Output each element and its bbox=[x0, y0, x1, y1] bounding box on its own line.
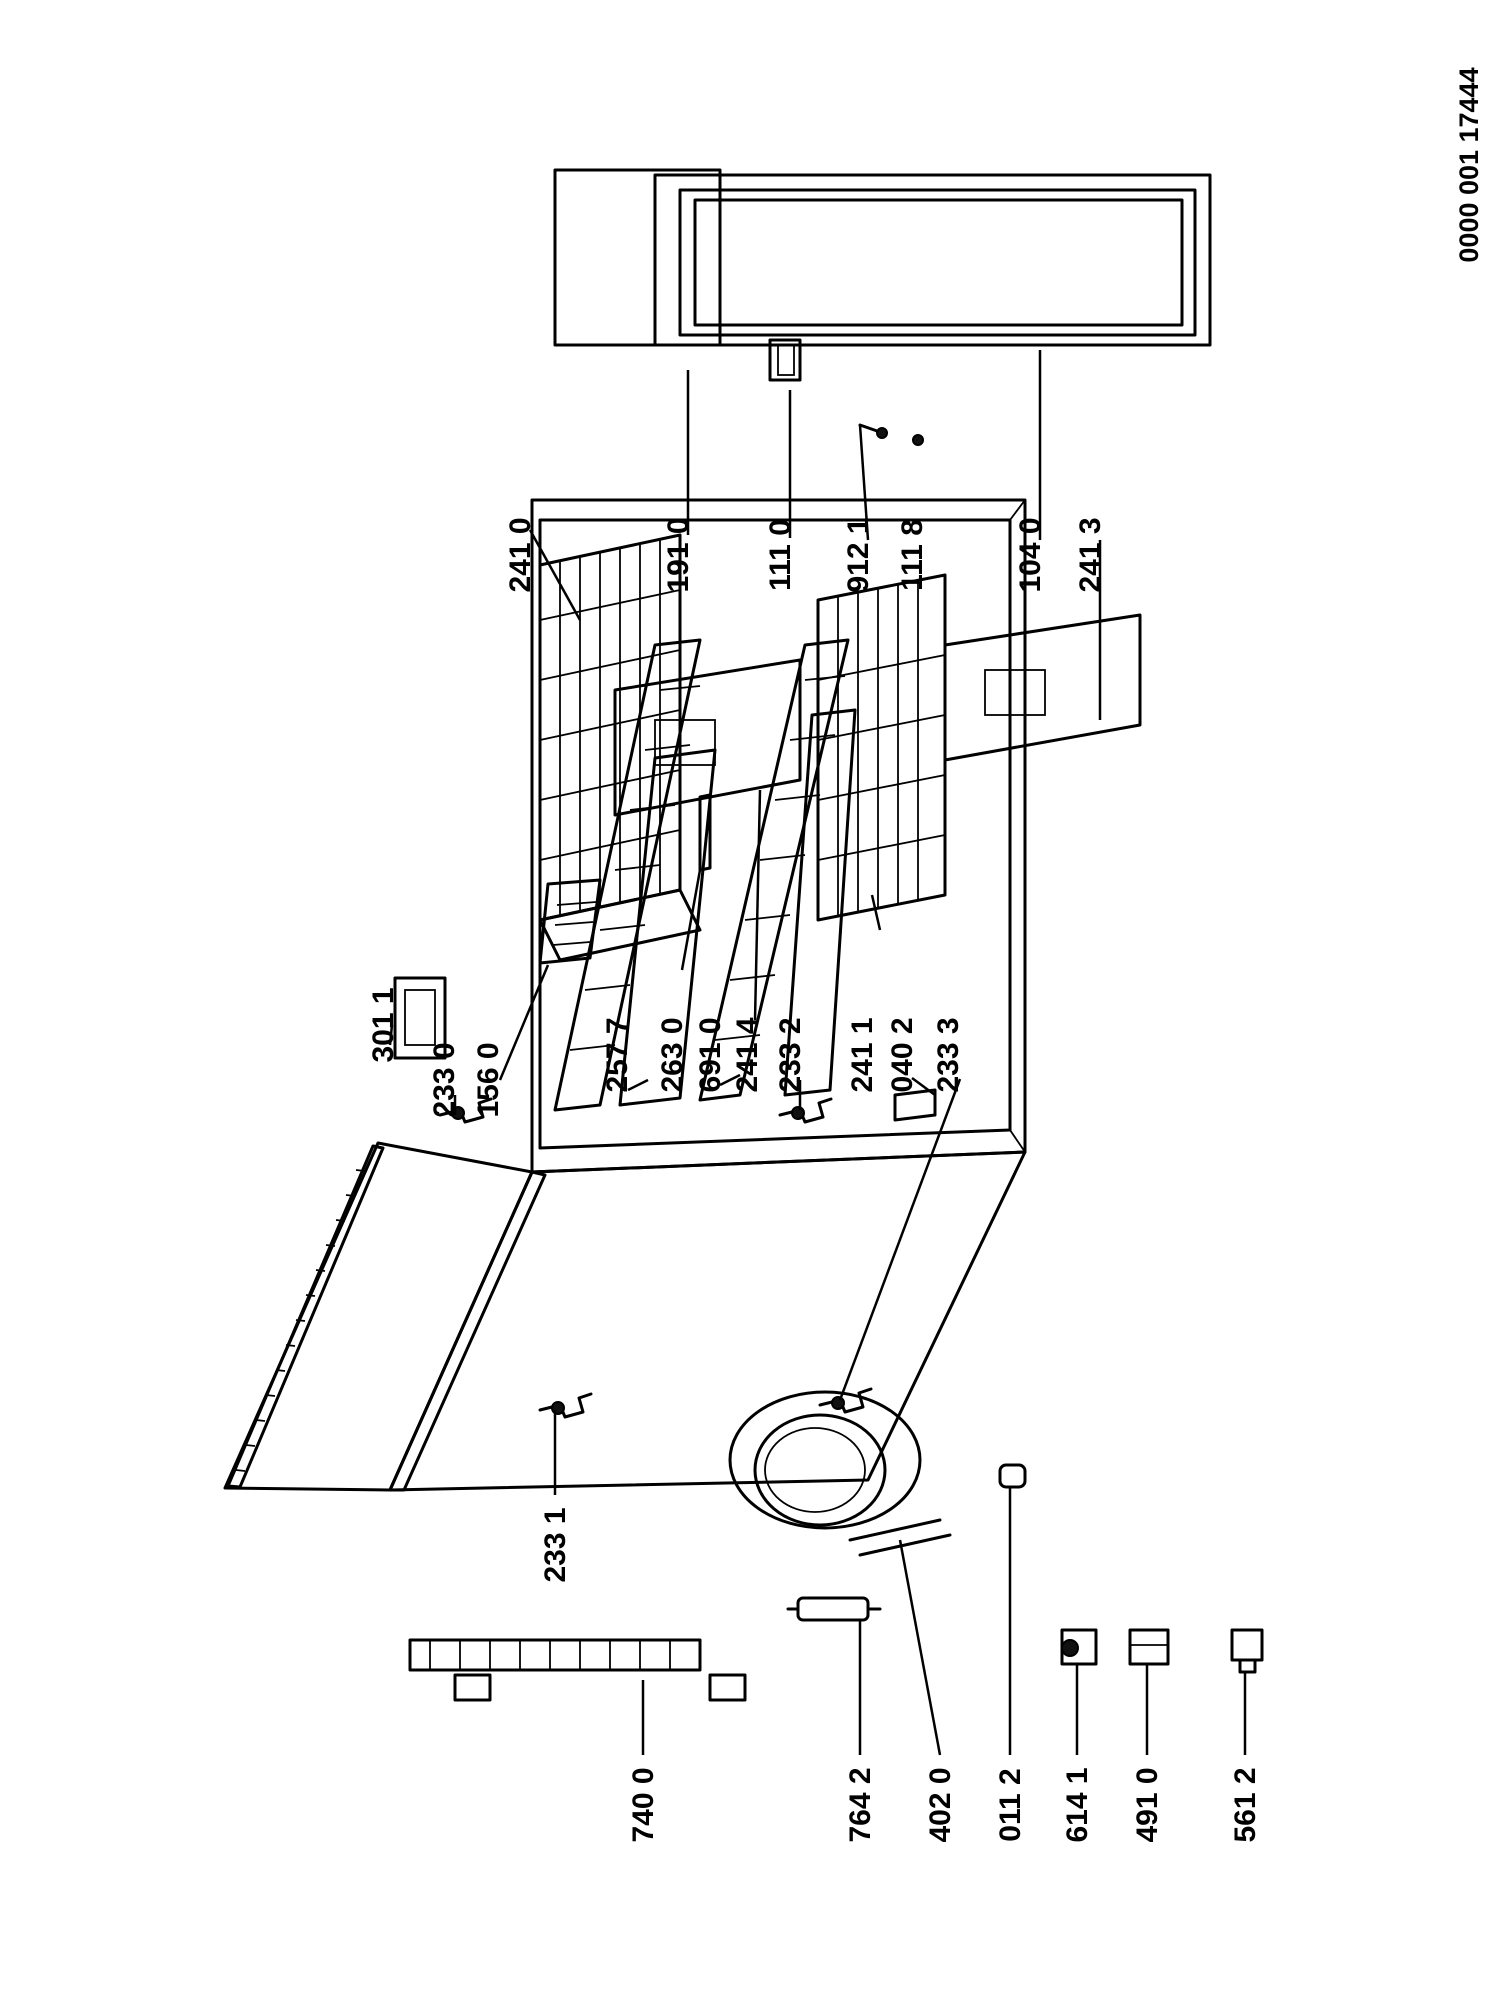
callout-257: 257 7 bbox=[601, 1017, 634, 1092]
callout-241-1: 241 1 bbox=[846, 1017, 879, 1092]
callout-011: 011 2 bbox=[994, 1768, 1027, 1841]
callout-233-2: 233 2 bbox=[774, 1017, 807, 1092]
connector-part bbox=[1230, 1628, 1264, 1674]
callout-402: 402 0 bbox=[924, 1767, 957, 1842]
screw-912 bbox=[858, 423, 888, 439]
callout-233-1: 233 1 bbox=[539, 1507, 572, 1582]
cabinet bbox=[223, 498, 1027, 1492]
flap-upper bbox=[613, 658, 802, 817]
hinge-233-1 bbox=[538, 1392, 593, 1419]
dryer-filter bbox=[786, 1596, 882, 1622]
callout-104: 104 0 bbox=[1014, 517, 1047, 592]
callout-301: 301 1 bbox=[367, 987, 400, 1062]
callout-241-3: 241 3 bbox=[1074, 517, 1107, 592]
relay-part bbox=[1060, 1628, 1098, 1666]
condenser bbox=[408, 1638, 747, 1702]
basket-upper bbox=[538, 533, 702, 962]
thermostat-housing bbox=[393, 976, 447, 1060]
callout-040: 040 2 bbox=[886, 1017, 919, 1092]
callout-233-3: 233 3 bbox=[932, 1017, 965, 1092]
callout-191: 191 0 bbox=[662, 517, 695, 592]
hinge-233-2 bbox=[778, 1097, 833, 1124]
callout-740: 740 0 bbox=[627, 1767, 660, 1842]
callout-764: 764 2 bbox=[844, 1767, 877, 1842]
foot bbox=[998, 1463, 1027, 1489]
basket-lower bbox=[816, 573, 947, 922]
callout-691: 691 0 bbox=[694, 1017, 727, 1092]
callout-111-0: 111 0 bbox=[764, 519, 797, 591]
ice-tray bbox=[538, 878, 602, 965]
callout-561: 561 2 bbox=[1229, 1767, 1262, 1842]
callout-156: 156 0 bbox=[472, 1042, 505, 1117]
drawing-code: 0000 001 17444 bbox=[1454, 67, 1484, 262]
strip-263 bbox=[698, 793, 712, 872]
callout-labels: 301 1 233 0 156 0 257 7 263 0 691 0 241 … bbox=[367, 517, 1262, 1842]
callout-263: 263 0 bbox=[656, 1017, 689, 1092]
flap-lower bbox=[943, 613, 1142, 762]
callout-614: 614 1 bbox=[1061, 1767, 1094, 1842]
callout-912: 912 1 bbox=[842, 517, 875, 592]
door bbox=[553, 168, 1212, 347]
hinge-bracket bbox=[893, 1088, 937, 1122]
callout-241-0: 241 0 bbox=[504, 517, 537, 592]
cover-part bbox=[1128, 1628, 1170, 1666]
screw-1118 bbox=[912, 434, 924, 446]
callout-241-4: 241 4 bbox=[731, 1017, 764, 1092]
door-handle bbox=[768, 338, 802, 382]
leader-lines bbox=[388, 350, 1247, 1756]
callout-491: 491 0 bbox=[1131, 1767, 1164, 1842]
compressor bbox=[728, 1390, 952, 1557]
callout-111-8: 111 8 bbox=[896, 519, 929, 591]
callout-233-0: 233 0 bbox=[428, 1042, 461, 1117]
